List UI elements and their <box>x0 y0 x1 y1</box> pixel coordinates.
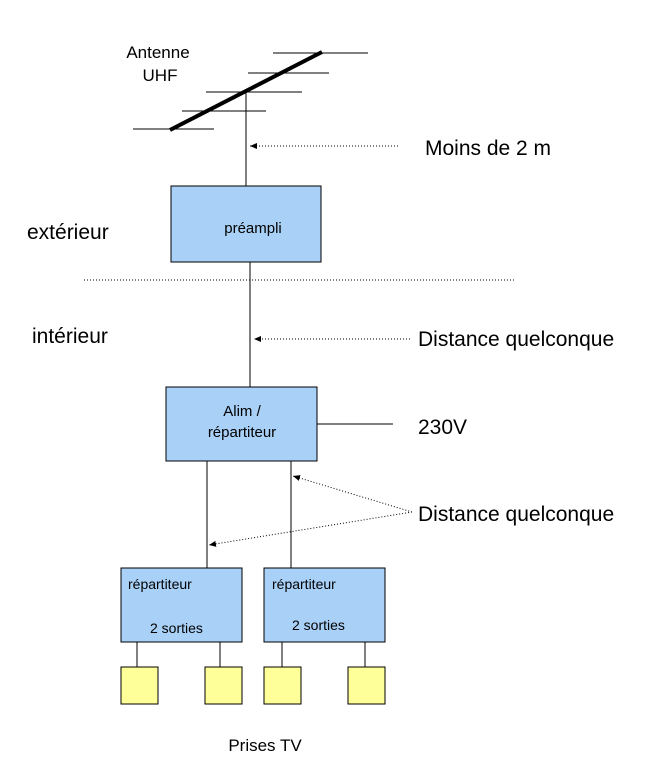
right-splitter-title: répartiteur <box>272 576 336 592</box>
any-distance-arrow-left <box>208 511 413 547</box>
inside-zone-label: intérieur <box>32 325 108 348</box>
outside-zone-label: extérieur <box>27 221 109 244</box>
antenna-label-line2: UHF <box>143 66 178 85</box>
any-distance-label: Distance quelconque <box>418 328 614 351</box>
power-label: 230V <box>418 416 467 439</box>
right-splitter-box <box>263 567 386 643</box>
power-splitter-label-line1: Alim / <box>223 403 261 420</box>
tv-outlet-2 <box>204 666 243 705</box>
left-splitter-outputs: 2 sorties <box>150 620 203 636</box>
uhf-antenna-icon <box>133 50 368 186</box>
any-distance-arrow-right <box>292 475 413 513</box>
right-splitter-outputs: 2 sorties <box>292 617 345 633</box>
short-cable-label: Moins de 2 m <box>425 137 551 160</box>
tv-outlets-label: Prises TV <box>228 736 302 755</box>
tv-outlet-4 <box>347 666 386 705</box>
preamp-box <box>170 185 322 263</box>
left-splitter-box <box>120 567 243 643</box>
power-splitter-label-line2: répartiteur <box>208 424 276 441</box>
tv-outlet-1 <box>120 666 159 705</box>
power-splitter-box <box>165 386 318 462</box>
tv-outlet-3 <box>263 666 302 705</box>
preamp-label: préampli <box>224 220 282 237</box>
antenna-label-line1: Antenne <box>126 43 189 62</box>
left-splitter-title: répartiteur <box>128 576 192 592</box>
any-distance-label-2: Distance quelconque <box>418 503 614 526</box>
